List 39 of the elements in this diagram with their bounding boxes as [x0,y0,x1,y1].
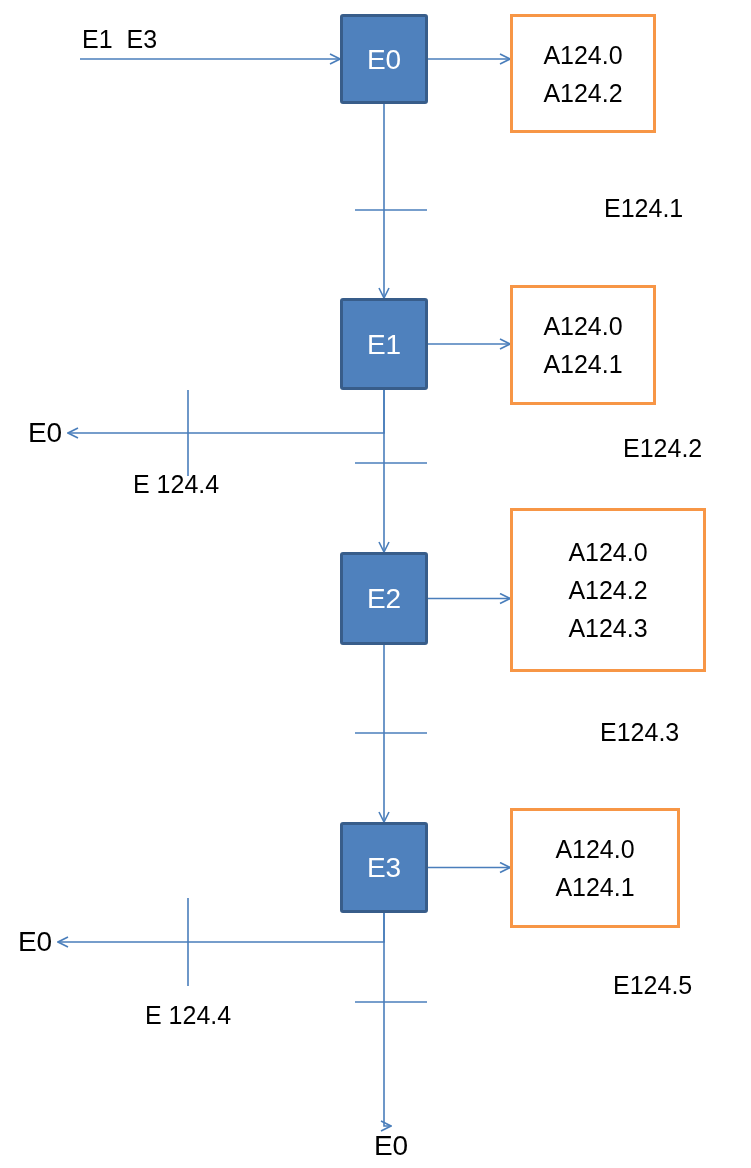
action-label: A124.0 [555,834,635,865]
arrow [380,912,392,1132]
step-label: E2 [366,582,402,616]
step-reference: E0 [12,922,58,962]
arrow [427,53,511,65]
action-box [510,285,656,405]
transition-condition: E 124.4 [133,472,220,497]
action-box [510,14,656,133]
step-box [340,822,428,913]
transition-condition: E124.3 [600,720,680,745]
action-label: A124.3 [568,613,648,644]
action-label: A124.1 [543,349,623,380]
arrow [427,861,511,874]
step-box [340,298,428,390]
step-box [340,14,428,104]
step-reference: E0 [22,413,68,453]
action-label: A124.2 [543,77,623,109]
step-label: E1 [366,327,402,362]
action-label: A124.2 [568,575,648,606]
action-box [510,808,680,928]
arrow [79,53,341,65]
action-box [510,508,706,672]
step-box [340,552,428,645]
transition-condition: E124.1 [604,196,684,221]
transition-condition: E 124.4 [145,1003,232,1028]
arrow [378,103,390,299]
action-label: A124.0 [543,39,623,71]
arrow [427,592,511,605]
arrow [378,644,390,823]
action-label: A124.0 [543,311,623,342]
transition-condition: E124.2 [623,436,703,461]
step-reference: E0 [368,1126,414,1166]
action-label: A124.0 [568,537,648,568]
step-label: E0 [366,42,402,77]
action-label: A124.1 [555,872,635,903]
arrow [378,389,390,553]
arrow [427,338,511,350]
transition-condition: E124.5 [613,973,693,998]
step-label: E3 [366,851,402,885]
